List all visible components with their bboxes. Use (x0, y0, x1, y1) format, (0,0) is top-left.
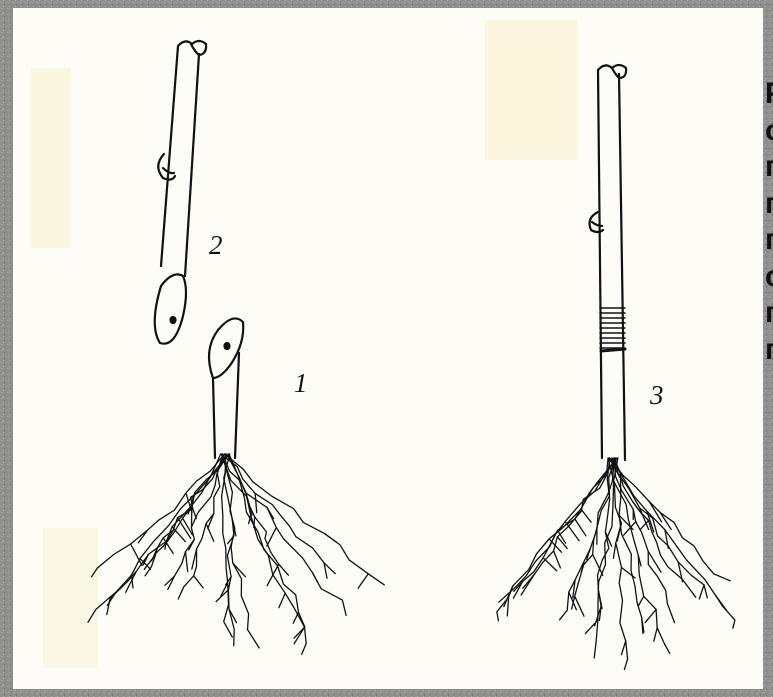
root-hair (497, 612, 499, 621)
root-hair (267, 528, 277, 547)
root-hair (575, 519, 586, 536)
root-strand (145, 454, 229, 576)
root-hair (665, 645, 670, 654)
root-hair (575, 596, 584, 616)
root-hair (645, 609, 656, 622)
root-strand (92, 454, 225, 577)
root-hair (585, 620, 598, 634)
root-hair (194, 576, 204, 588)
root-hair (667, 603, 674, 622)
root-hair (622, 641, 626, 655)
root-hair (648, 551, 661, 572)
side-text-line: п (765, 222, 773, 259)
cropped-side-text: Рспппспп (765, 76, 773, 376)
root-hair (255, 494, 257, 513)
root-hair (683, 580, 696, 598)
root-hair (178, 587, 184, 599)
root-strand (225, 454, 385, 585)
root-hair (733, 620, 735, 628)
root-strand (227, 454, 346, 615)
side-text-line: п (765, 295, 773, 332)
grafted-plant-roots (497, 458, 735, 669)
side-text-line: п (765, 186, 773, 223)
root-strand (615, 458, 707, 598)
root-strand (88, 454, 221, 622)
grafted-plant (590, 65, 627, 460)
root-hair (163, 530, 173, 547)
root-hair (216, 590, 228, 602)
side-text-line: п (765, 149, 773, 186)
grafting-illustration (13, 8, 763, 689)
root-hair (624, 659, 627, 669)
paper-tint-patch (485, 20, 577, 160)
side-text-line: п (765, 332, 773, 369)
rootstock (209, 318, 243, 458)
root-hair (165, 576, 175, 585)
root-hair (186, 552, 188, 572)
label-rootstock: 1 (294, 368, 308, 399)
root-hair (293, 612, 298, 623)
root-hair (638, 596, 643, 606)
root-hair (302, 644, 307, 655)
root-hair (613, 543, 615, 558)
root-hair (507, 597, 508, 616)
rootstock-roots (88, 454, 384, 654)
root-strand (221, 454, 336, 574)
label-grafted: 3 (650, 380, 664, 411)
scion-cutting (155, 41, 206, 344)
root-hair (279, 593, 285, 607)
paper-tint-patch (31, 68, 71, 248)
root-hair (358, 574, 368, 588)
root-hair (699, 585, 704, 599)
illustration-page: 2 1 3 Рспппспп (13, 8, 763, 689)
root-strand (184, 454, 223, 587)
side-text-line: с (765, 259, 773, 296)
side-text-line: Р (765, 76, 773, 113)
root-hair (131, 544, 142, 565)
side-text-line: с (765, 113, 773, 150)
root-hair (654, 628, 657, 641)
root-hair (581, 509, 591, 522)
label-scion: 2 (209, 230, 223, 261)
root-hair (248, 630, 260, 649)
root-hair (206, 524, 214, 542)
paper-tint-patch (43, 528, 98, 668)
root-hair (554, 551, 561, 568)
